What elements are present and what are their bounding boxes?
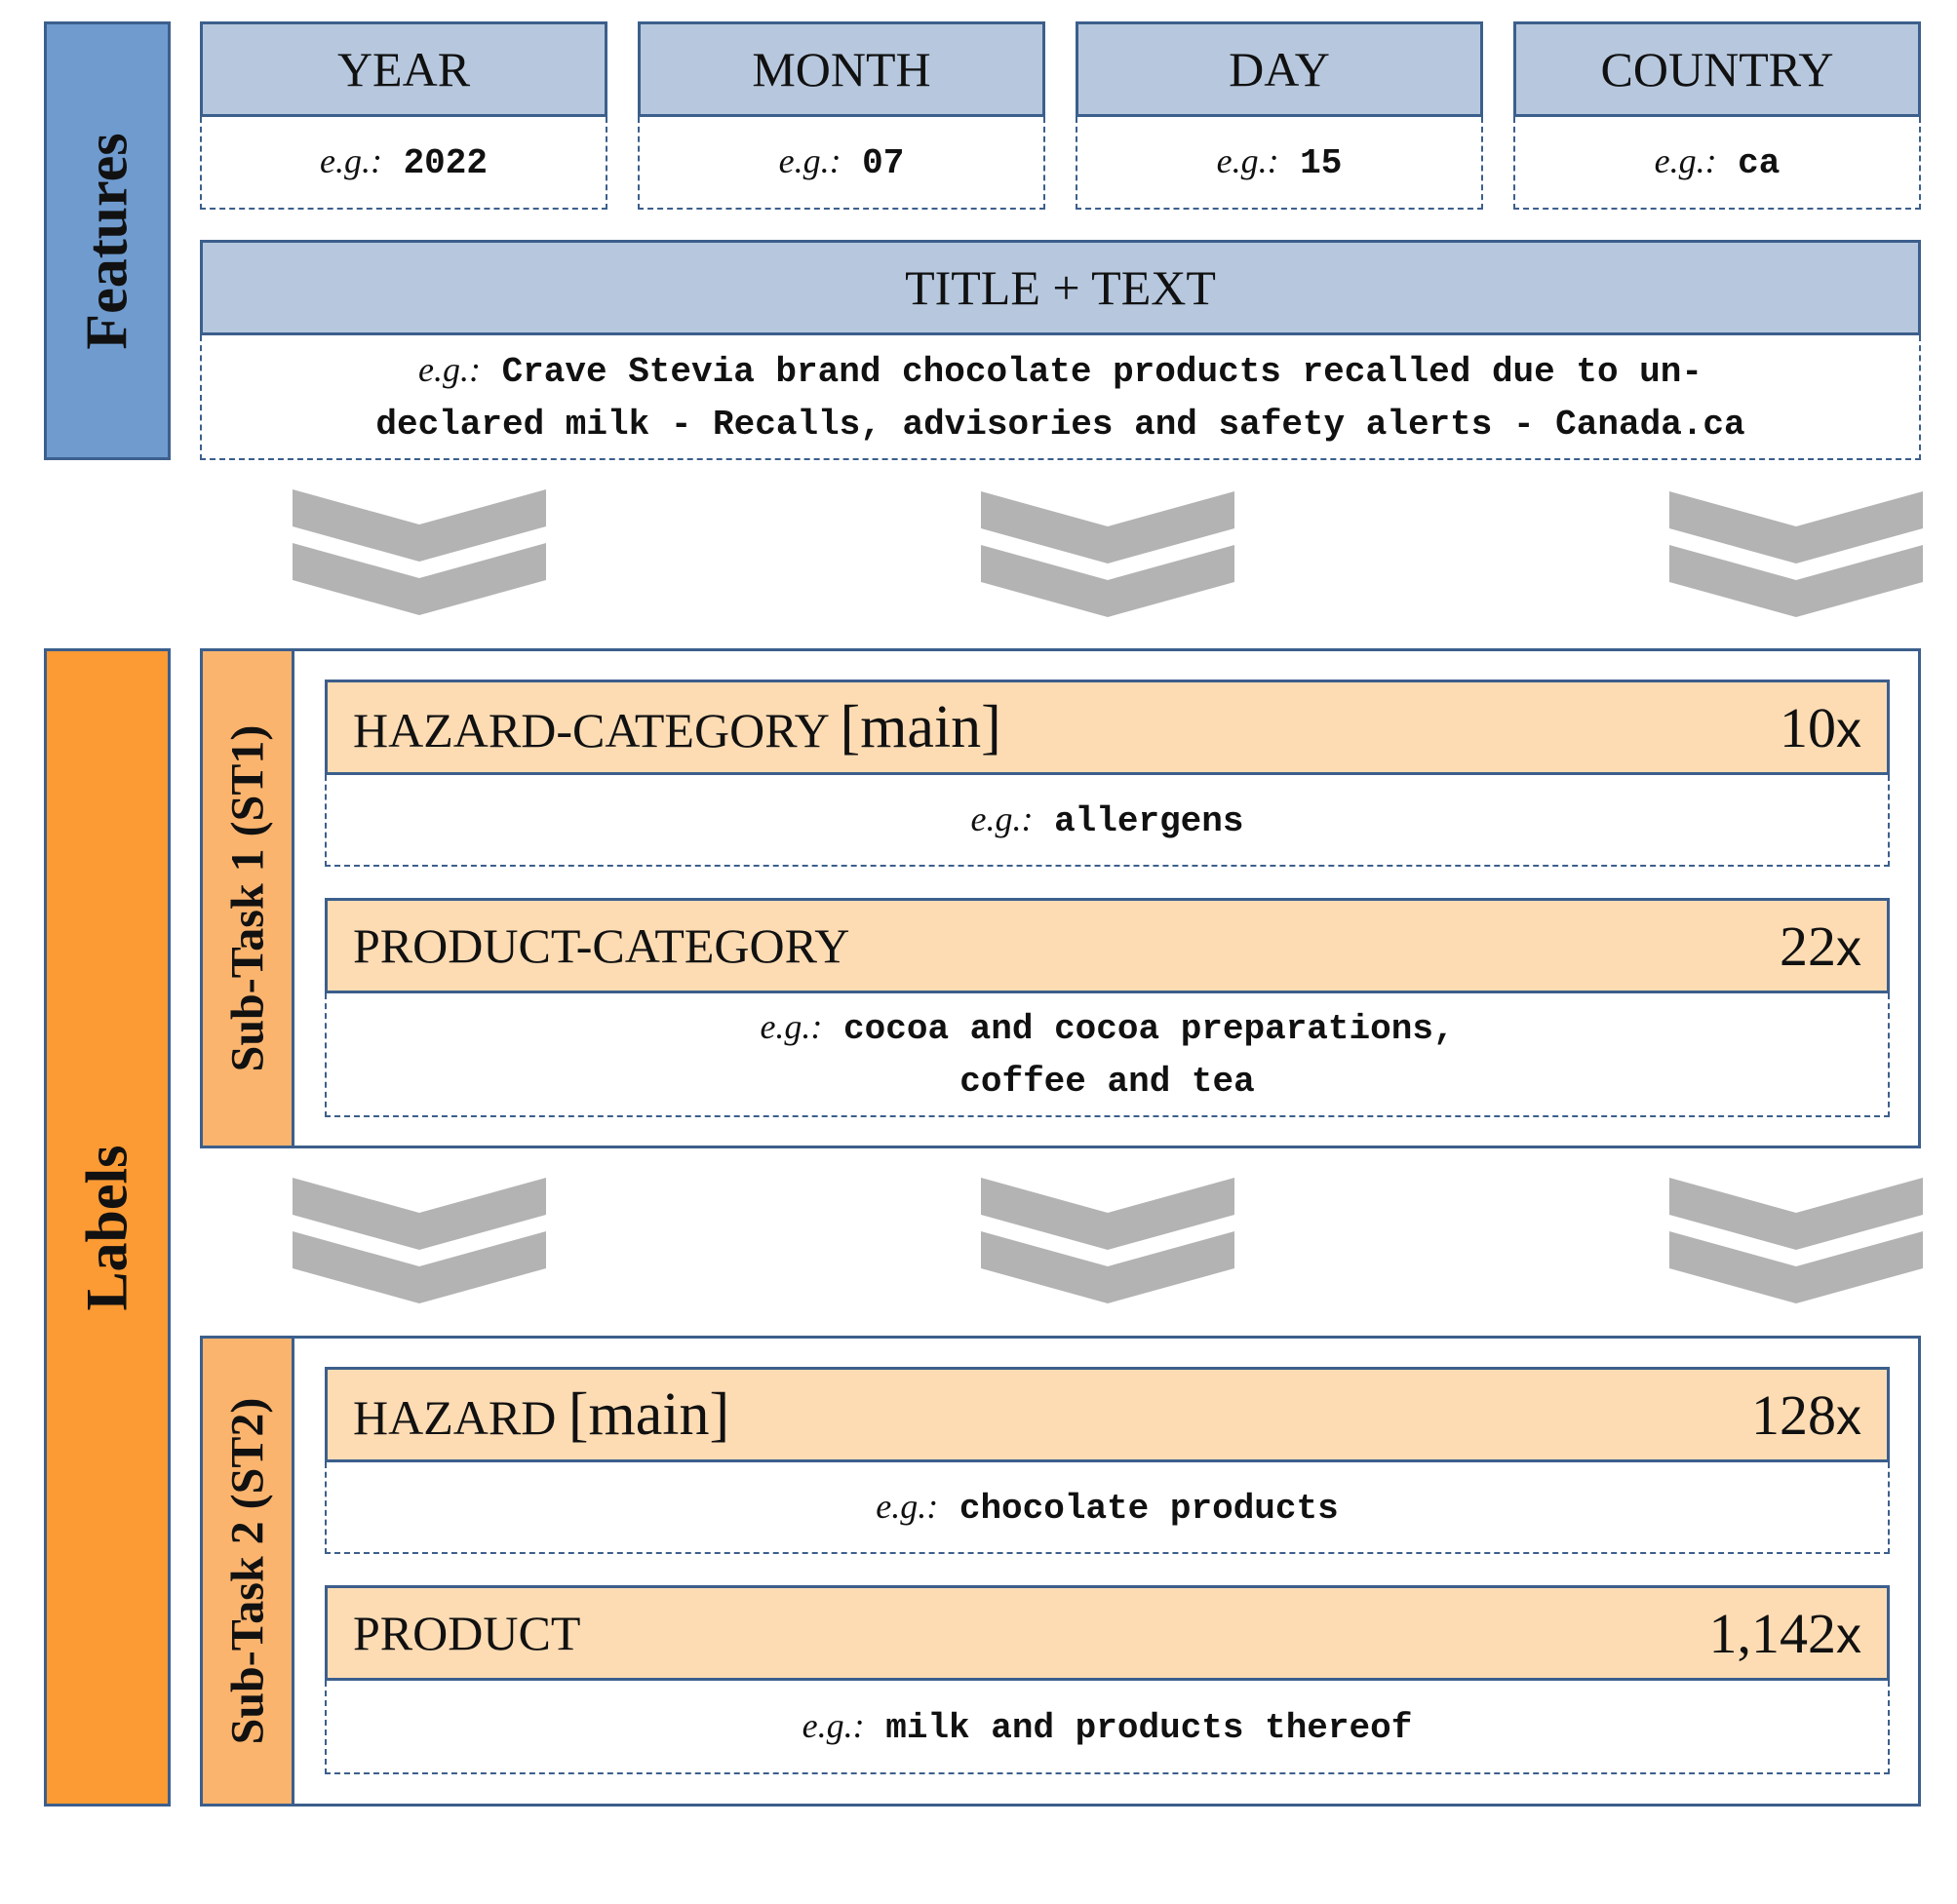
chevron-down-icon — [293, 1178, 546, 1303]
label-product-header: PRODUCT 1,142x — [325, 1585, 1890, 1681]
feature-country-header: COUNTRY — [1513, 21, 1921, 117]
label-product-category-example: e.g.: cocoa and cocoa preparations, coff… — [325, 993, 1890, 1117]
chevron-down-icon — [1669, 1178, 1923, 1303]
feature-day-header: DAY — [1076, 21, 1483, 117]
subtask-2-label: Sub-Task 2 (ST2) — [200, 1336, 294, 1807]
chevron-down-icon — [1669, 491, 1923, 617]
label-hazard-category-example: e.g.: allergens — [325, 775, 1890, 867]
feature-title-text-example: e.g.: Crave Stevia brand chocolate produ… — [200, 335, 1921, 460]
label-product-category-header: PRODUCT-CATEGORY 22x — [325, 898, 1890, 993]
chevron-down-icon — [981, 1178, 1234, 1303]
feature-month-header: MONTH — [638, 21, 1045, 117]
label-hazard-header: HAZARD [main] 128x — [325, 1367, 1890, 1462]
label-product-example: e.g.: milk and products thereof — [325, 1681, 1890, 1774]
subtask-1-label: Sub-Task 1 (ST1) — [200, 648, 294, 1148]
chevron-down-icon — [981, 491, 1234, 617]
feature-country-example: e.g.: ca — [1513, 117, 1921, 210]
feature-month-example: e.g.: 07 — [638, 117, 1045, 210]
labels-section-label: Labels — [44, 648, 171, 1807]
features-label-text: Features — [74, 132, 139, 350]
labels-label-text: Labels — [74, 1144, 139, 1311]
chevron-down-icon — [293, 489, 546, 615]
features-section-label: Features — [44, 21, 171, 460]
label-hazard-category-header: HAZARD-CATEGORY [main] 10x — [325, 680, 1890, 775]
feature-day-example: e.g.: 15 — [1076, 117, 1483, 210]
feature-title-text-header: TITLE + TEXT — [200, 240, 1921, 335]
feature-year-example: e.g.: 2022 — [200, 117, 607, 210]
feature-year-header: YEAR — [200, 21, 607, 117]
label-hazard-example: e.g.: chocolate products — [325, 1462, 1890, 1554]
